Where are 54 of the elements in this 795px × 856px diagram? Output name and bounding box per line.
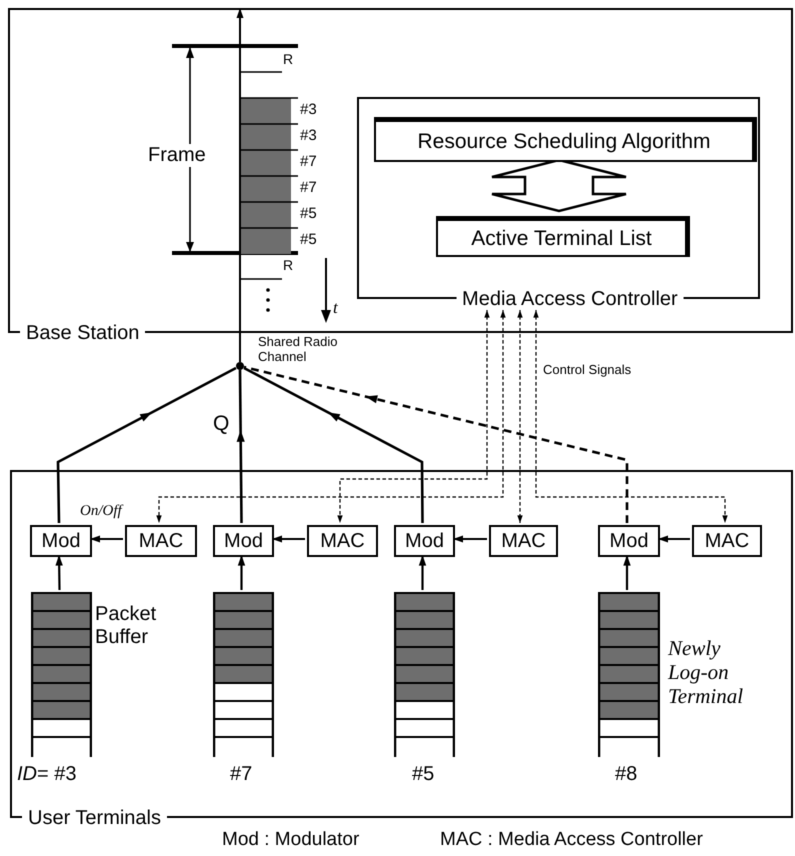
arrow — [236, 370, 245, 524]
packet-buffer-drawing — [394, 592, 455, 757]
terminal-id: #8 — [615, 763, 638, 786]
modulator-block: Mod — [30, 525, 92, 557]
axis-label: t — [333, 298, 338, 318]
arrow — [243, 366, 424, 524]
slot-label: #5 — [300, 205, 317, 222]
abbreviation-note: MAC : Media Access Controller — [440, 829, 703, 851]
slot-label: #7 — [300, 153, 317, 170]
slot-label: #3 — [300, 127, 317, 144]
slot-label: #3 — [300, 101, 317, 118]
modulator-block: Mod — [213, 525, 274, 557]
terminal-id: #5 — [412, 763, 434, 786]
controller-block: MAC — [307, 525, 378, 557]
controller-block: MAC — [125, 525, 197, 557]
arrow — [453, 536, 487, 542]
arrow — [272, 536, 305, 542]
dashed-arrow — [533, 310, 728, 523]
slot-label: #5 — [300, 231, 317, 248]
terminal-id: ID= #3 — [17, 763, 76, 786]
signal-label: Control Signals — [543, 363, 632, 378]
abbreviation-note: Mod : Modulator — [222, 829, 360, 851]
packet-buffer-drawing — [213, 592, 274, 757]
packet-buffer-label: Packet Buffer — [95, 603, 158, 649]
queue-label: Q — [213, 412, 230, 436]
junction-dot — [236, 362, 244, 370]
controller-block: MAC — [692, 525, 762, 557]
arrow — [90, 536, 123, 542]
dashed-arrow — [517, 310, 523, 523]
channel-label: Shared Radio Channel — [258, 335, 338, 365]
controller-block: MAC — [489, 525, 558, 557]
arrow — [56, 366, 237, 524]
edge-label: On/Off — [80, 503, 122, 520]
arrow — [55, 554, 63, 590]
terminal-id: #7 — [230, 763, 252, 786]
arrow — [238, 555, 246, 590]
arrow — [623, 555, 631, 590]
dashed-arrow — [337, 310, 490, 523]
slot-label: #7 — [300, 179, 317, 196]
arrow — [658, 536, 690, 542]
dimension-label: Frame — [148, 144, 206, 167]
dashed-arrow — [244, 366, 628, 523]
dashed-arrow — [156, 310, 506, 523]
terminal-note: Newly Log-on Terminal — [668, 636, 744, 708]
arrow — [418, 555, 426, 590]
packet-buffer-drawing — [598, 592, 660, 757]
arrow — [236, 8, 244, 362]
modulator-block: Mod — [598, 525, 660, 557]
process-box: Resource Scheduling Algorithm — [374, 117, 757, 162]
modulator-block: Mod — [394, 525, 455, 557]
process-box: Active Terminal List — [436, 216, 690, 257]
slot-label: R — [283, 51, 294, 68]
packet-buffer-drawing — [31, 592, 92, 757]
slot-label: R — [283, 257, 294, 274]
